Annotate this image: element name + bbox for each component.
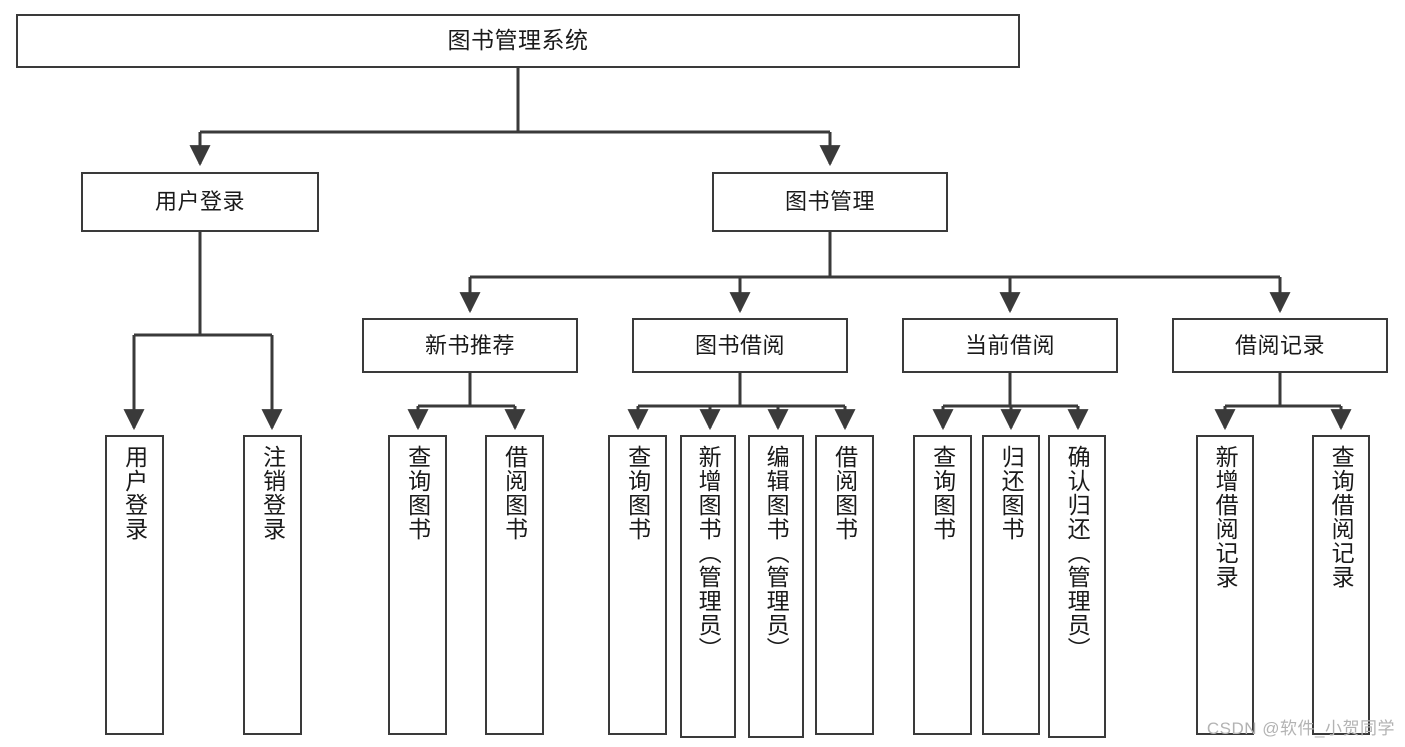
node-leaf-add-book-label: 新增图书（管理员） [695,445,722,661]
node-leaf-confirm-return[interactable]: 确认归还（管理员） [1048,435,1106,738]
node-leaf-logout[interactable]: 注销登录 [243,435,302,735]
node-leaf-borrow-book-1[interactable]: 借阅图书 [485,435,544,735]
node-leaf-query-book-3-label: 查询图书 [929,445,956,541]
node-book-borrow[interactable]: 图书借阅 [632,318,848,373]
node-book-borrow-label: 图书借阅 [694,332,785,358]
node-leaf-return-book-label: 归还图书 [998,445,1025,541]
node-leaf-query-book-2[interactable]: 查询图书 [608,435,667,735]
node-leaf-logout-label: 注销登录 [259,445,286,541]
node-leaf-query-book-3[interactable]: 查询图书 [913,435,972,735]
node-leaf-query-book-2-label: 查询图书 [624,445,651,541]
node-root[interactable]: 图书管理系统 [16,14,1020,68]
node-root-label: 图书管理系统 [447,27,589,54]
node-borrow-record[interactable]: 借阅记录 [1172,318,1388,373]
node-leaf-user-login-label: 用户登录 [121,445,148,541]
node-book-management[interactable]: 图书管理 [712,172,948,232]
node-leaf-edit-book[interactable]: 编辑图书（管理员） [748,435,804,738]
node-leaf-borrow-book-1-label: 借阅图书 [501,445,528,541]
node-new-book-recommend[interactable]: 新书推荐 [362,318,578,373]
node-leaf-query-record[interactable]: 查询借阅记录 [1312,435,1370,735]
node-leaf-borrow-book-2[interactable]: 借阅图书 [815,435,874,735]
node-leaf-edit-book-label: 编辑图书（管理员） [763,445,790,661]
node-leaf-user-login[interactable]: 用户登录 [105,435,164,735]
node-borrow-record-label: 借阅记录 [1234,332,1325,358]
node-current-borrow[interactable]: 当前借阅 [902,318,1118,373]
node-new-book-recommend-label: 新书推荐 [424,332,515,358]
node-user-login-label: 用户登录 [154,189,245,215]
node-leaf-borrow-book-2-label: 借阅图书 [831,445,858,541]
node-leaf-add-record[interactable]: 新增借阅记录 [1196,435,1254,735]
node-leaf-add-record-label: 新增借阅记录 [1212,445,1239,589]
node-leaf-query-record-label: 查询借阅记录 [1328,445,1355,589]
node-user-login[interactable]: 用户登录 [81,172,319,232]
node-leaf-confirm-return-label: 确认归还（管理员） [1064,445,1091,661]
node-leaf-return-book[interactable]: 归还图书 [982,435,1040,735]
node-leaf-add-book[interactable]: 新增图书（管理员） [680,435,736,738]
node-leaf-query-book-1[interactable]: 查询图书 [388,435,447,735]
node-book-management-label: 图书管理 [784,189,875,215]
node-current-borrow-label: 当前借阅 [964,332,1055,358]
watermark-text: CSDN @软件_小贺同学 [1206,719,1395,738]
node-leaf-query-book-1-label: 查询图书 [404,445,431,541]
